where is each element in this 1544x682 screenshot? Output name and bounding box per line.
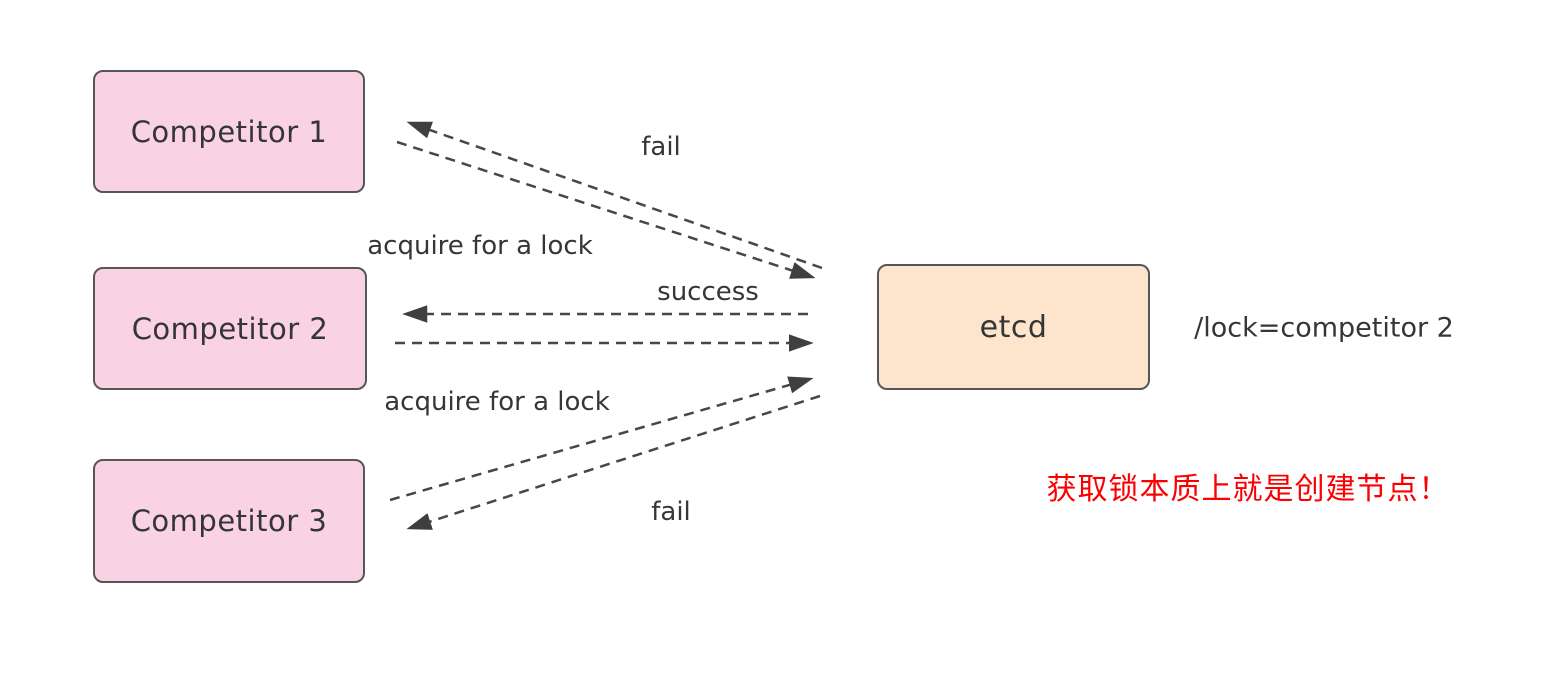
node-competitor-3: Competitor 3 bbox=[93, 459, 365, 583]
node-competitor-1-label: Competitor 1 bbox=[130, 114, 328, 149]
edge-label-fail-top: fail bbox=[641, 132, 681, 162]
lock-value-annotation: /lock=competitor 2 bbox=[1194, 312, 1454, 344]
edge-label-acquire-for-a-lock-top: acquire for a lock bbox=[367, 231, 593, 261]
node-etcd-label: etcd bbox=[979, 309, 1048, 345]
node-competitor-2: Competitor 2 bbox=[93, 267, 367, 390]
edge-label-success: success bbox=[657, 277, 759, 307]
edge-label-acquire-for-a-lock-bottom: acquire for a lock bbox=[384, 387, 610, 417]
node-competitor-3-label: Competitor 3 bbox=[130, 504, 328, 538]
node-competitor-2-label: Competitor 2 bbox=[131, 311, 329, 346]
node-etcd: etcd bbox=[877, 264, 1150, 390]
red-note-annotation: 获取锁本质上就是创建节点！ bbox=[1046, 472, 1450, 507]
edge-label-fail-bottom: fail bbox=[651, 497, 691, 527]
node-competitor-1: Competitor 1 bbox=[93, 70, 365, 193]
